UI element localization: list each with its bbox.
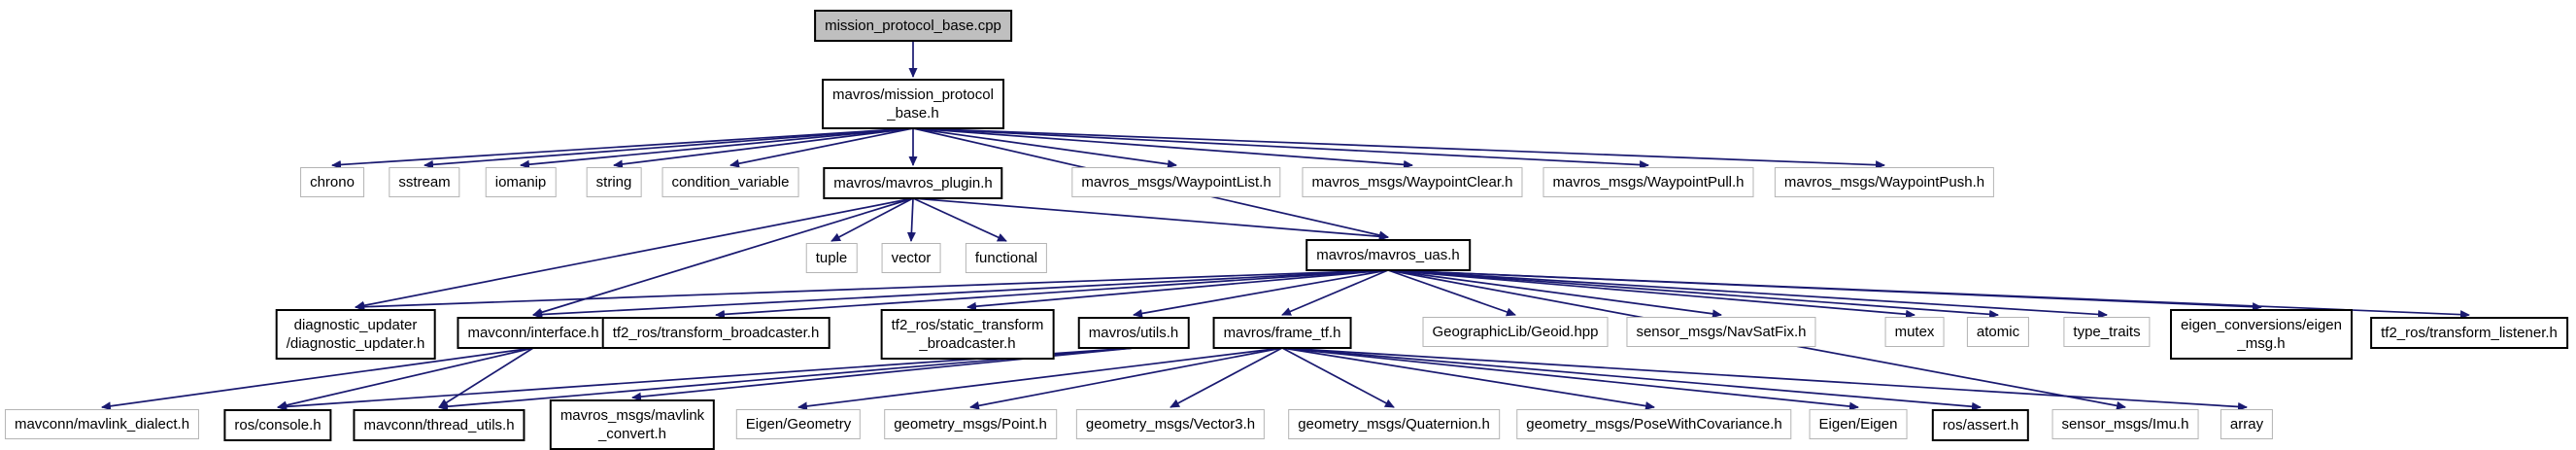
- include-edge-mpb_h-to-wplist: [912, 127, 1177, 169]
- graph-node-iomanip: iomanip: [485, 167, 557, 197]
- include-edge-frametf-to-point: [969, 347, 1283, 410]
- include-edge-mpb_h-to-chrono: [331, 127, 914, 169]
- include-edge-frametf-to-array: [1281, 347, 2248, 411]
- graph-node-mpb_h[interactable]: mavros/mission_protocol _base.h: [822, 79, 1004, 129]
- graph-node-tf2s[interactable]: tf2_ros/static_transform _broadcaster.h: [880, 309, 1055, 360]
- graph-node-chrono: chrono: [300, 167, 364, 197]
- graph-node-iface[interactable]: mavconn/interface.h: [457, 317, 610, 349]
- graph-node-frametf[interactable]: mavros/frame_tf.h: [1212, 317, 1352, 349]
- graph-node-wpclear: mavros_msgs/WaypointClear.h: [1302, 167, 1523, 197]
- include-edge-frametf-to-assert: [1281, 347, 1982, 411]
- graph-node-vector3: geometry_msgs/Vector3.h: [1075, 409, 1266, 439]
- include-edge-uas-to-listener: [1387, 269, 2470, 320]
- include-edge-frametf-to-eigengeo: [797, 347, 1283, 411]
- graph-node-wppull: mavros_msgs/WaypointPull.h: [1542, 167, 1754, 197]
- graph-node-array: array: [2220, 409, 2274, 439]
- graph-node-typetraits: type_traits: [2063, 317, 2151, 347]
- graph-node-mutex: mutex: [1884, 317, 1945, 347]
- graph-node-imu: sensor_msgs/Imu.h: [2051, 409, 2199, 439]
- include-edge-uas-to-frametf: [1281, 269, 1389, 316]
- graph-node-utils[interactable]: mavros/utils.h: [1077, 317, 1190, 349]
- include-edge-uas-to-geoid: [1387, 269, 1516, 317]
- graph-node-sstream: sstream: [389, 167, 460, 197]
- include-edge-uas-to-mutex: [1387, 269, 1915, 319]
- include-edge-mpb_h-to-wppull: [912, 127, 1649, 170]
- graph-node-quat: geometry_msgs/Quaternion.h: [1288, 409, 1500, 439]
- include-edge-frametf-to-vector3: [1169, 347, 1283, 408]
- include-edge-uas-to-navsat: [1387, 269, 1722, 319]
- graph-node-tf2b[interactable]: tf2_ros/transform_broadcaster.h: [601, 317, 830, 349]
- graph-node-dialect: mavconn/mavlink_dialect.h: [4, 409, 200, 439]
- graph-node-wppush: mavros_msgs/WaypointPush.h: [1774, 167, 1995, 197]
- include-edge-uas-to-atomic: [1387, 269, 1999, 319]
- graph-node-navsat: sensor_msgs/NavSatFix.h: [1626, 317, 1816, 347]
- graph-node-condvar: condition_variable: [661, 167, 799, 197]
- graph-node-assert[interactable]: ros/assert.h: [1931, 409, 2030, 441]
- include-edge-mpb_h-to-string: [613, 127, 914, 169]
- include-edge-iface-to-threads: [438, 347, 534, 408]
- include-edge-uas-to-utils: [1133, 269, 1389, 318]
- include-edge-frametf-to-posecov: [1281, 347, 1655, 411]
- include-edge-mpb_h-to-condvar: [729, 127, 914, 168]
- graph-node-diag[interactable]: diagnostic_updater /diagnostic_updater.h: [275, 309, 436, 360]
- graph-node-eigeneigen: Eigen/Eigen: [1809, 409, 1908, 439]
- graph-node-posecov: geometry_msgs/PoseWithCovariance.h: [1516, 409, 1792, 439]
- graph-node-geoid: GeographicLib/Geoid.hpp: [1422, 317, 1609, 347]
- include-edge-plugin-to-diag: [355, 197, 914, 310]
- graph-node-tuple: tuple: [805, 243, 858, 273]
- graph-node-listener[interactable]: tf2_ros/transform_listener.h: [2370, 317, 2568, 349]
- graph-node-uas[interactable]: mavros/mavros_uas.h: [1305, 239, 1471, 271]
- include-edge-plugin-to-vector: [906, 197, 916, 242]
- include-edge-mpb_h-to-wppush: [912, 127, 1885, 170]
- include-edge-plugin-to-tuple: [830, 197, 914, 242]
- graph-node-vector: vector: [881, 243, 941, 273]
- graph-node-convert[interactable]: mavros_msgs/mavlink _convert.h: [549, 399, 716, 450]
- graph-node-atomic: atomic: [1966, 317, 2030, 347]
- include-edge-iface-to-console: [277, 347, 534, 410]
- include-edge-plugin-to-functional: [912, 197, 1007, 242]
- include-edge-mpb_h-to-sstream: [424, 127, 914, 169]
- graph-node-string: string: [586, 167, 642, 197]
- graph-node-eigenmsg[interactable]: eigen_conversions/eigen _msg.h: [2170, 309, 2353, 360]
- include-edge-uas-to-typetraits: [1387, 269, 2108, 319]
- graph-node-point: geometry_msgs/Point.h: [884, 409, 1057, 439]
- graph-node-eigengeo: Eigen/Geometry: [735, 409, 862, 439]
- include-edge-uas-to-tf2s: [966, 269, 1389, 311]
- include-edge-uas-to-iface: [532, 269, 1389, 320]
- graph-node-plugin[interactable]: mavros/mavros_plugin.h: [823, 167, 1003, 199]
- include-edge-frametf-to-eigeneigen: [1281, 347, 1859, 411]
- graph-node-console[interactable]: ros/console.h: [223, 409, 332, 441]
- graph-node-threads[interactable]: mavconn/thread_utils.h: [353, 409, 525, 441]
- include-edge-uas-to-tf2b: [715, 269, 1389, 319]
- graph-node-functional: functional: [965, 243, 1048, 273]
- graph-root-node: mission_protocol_base.cpp: [814, 10, 1012, 42]
- include-edge-uas-to-diag: [355, 269, 1389, 312]
- include-edge-mpb_h-to-wpclear: [912, 127, 1413, 169]
- include-edge-frametf-to-quat: [1281, 347, 1395, 408]
- graph-node-wplist: mavros_msgs/WaypointList.h: [1071, 167, 1281, 197]
- include-edge-iface-to-dialect: [101, 347, 534, 411]
- include-edge-plugin-to-uas: [912, 197, 1389, 241]
- include-edge-mpb_h-to-iomanip: [520, 127, 914, 169]
- include-edge-plugin-to-iface: [532, 197, 914, 317]
